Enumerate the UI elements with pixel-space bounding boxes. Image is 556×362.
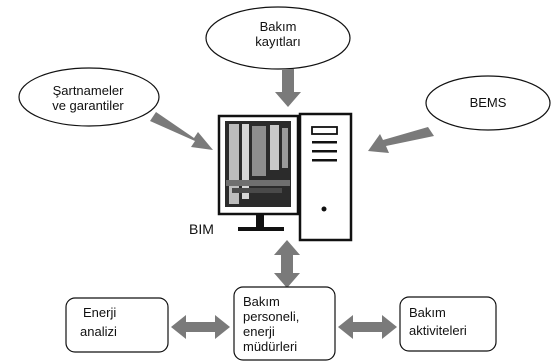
label-bems: BEMS	[469, 95, 507, 110]
node-energy-analysis	[65, 297, 169, 353]
arrow-records-to-bim	[275, 69, 301, 107]
arrow-bems-to-bim	[368, 127, 434, 153]
label-line: Şartnameler	[52, 83, 124, 98]
label-personnel: Bakım personeli, enerji müdürleri	[243, 294, 299, 354]
label-line: Bakım	[409, 305, 446, 320]
label-specs-warranties: Şartnameler ve garantiler	[29, 83, 147, 113]
label-bim: BIM	[189, 221, 214, 237]
label-line: ve garantiler	[52, 98, 124, 113]
label-line: personeli,	[243, 309, 300, 324]
label-line: Enerji	[83, 305, 117, 320]
arrow-energy-personnel	[171, 315, 230, 339]
label-line: analizi	[80, 324, 117, 339]
label-maintenance-records: Bakım kayıtları	[228, 19, 328, 49]
node-activities	[399, 296, 497, 352]
label-line: Bakım	[259, 19, 297, 34]
label-line: Bakım	[243, 294, 280, 309]
computer-icon	[217, 112, 353, 242]
label-activities: Bakım aktiviteleri	[409, 305, 467, 338]
arrow-personnel-activities	[338, 315, 397, 339]
node-personnel	[233, 286, 336, 361]
arrow-bim-personnel	[274, 240, 300, 288]
label-line: aktiviteleri	[409, 323, 467, 338]
node-bems	[425, 75, 551, 131]
arrow-specs-to-bim	[150, 112, 213, 150]
node-specs-warranties	[18, 67, 160, 127]
label-line: enerji	[243, 324, 275, 339]
label-line: müdürleri	[243, 339, 298, 354]
node-maintenance-records	[205, 6, 351, 70]
label-line: kayıtları	[255, 34, 301, 49]
label-energy-analysis: Enerji analizi	[80, 305, 117, 339]
